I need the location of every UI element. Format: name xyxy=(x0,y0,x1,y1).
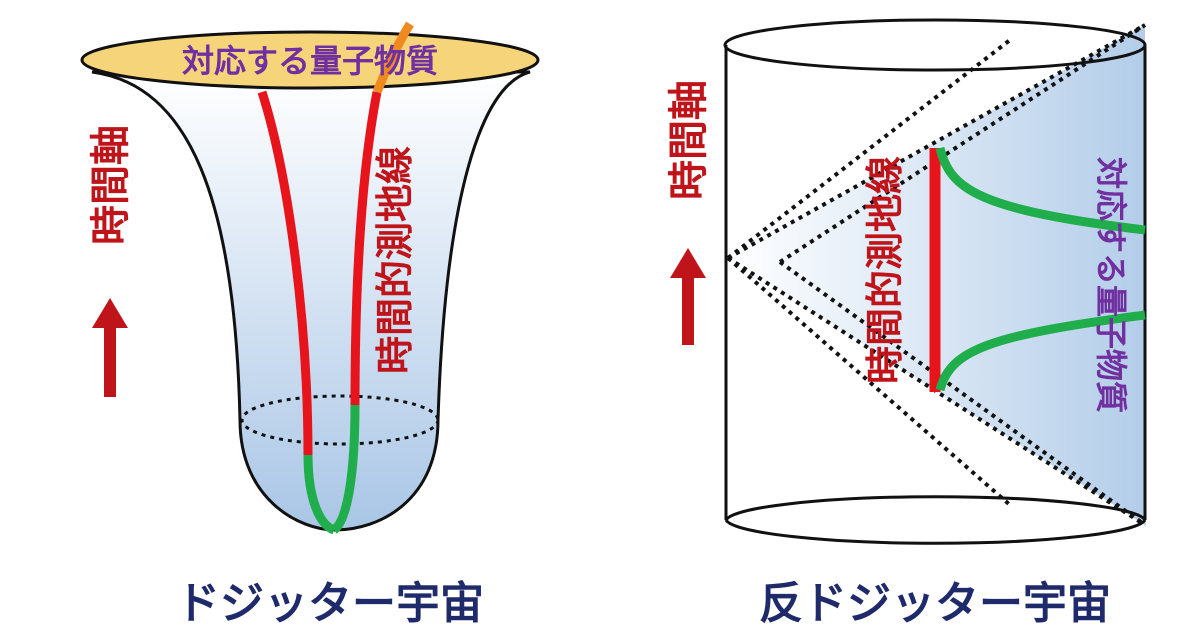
geodesic-green-left xyxy=(303,454,337,535)
anti-de-sitter-cylinder: 時間的測地線 対応する量子物質 時間軸 反ドジッター宇宙 xyxy=(666,18,1147,629)
geodesic-red-right xyxy=(350,91,382,406)
geodesic-green-right xyxy=(330,404,360,534)
geodesic-green-top xyxy=(935,146,1146,235)
geodesic-green-bottom xyxy=(935,310,1146,392)
time-arrow-icon xyxy=(92,298,128,397)
quantum-matter-label: 対応する量子物質 xyxy=(1092,157,1130,413)
dotted-light-rays xyxy=(726,23,1147,527)
geodesic-label: 時間的測地線 xyxy=(373,146,417,374)
time-axis-label: 時間軸 xyxy=(88,125,134,245)
quantum-matter-label: 対応する量子物質 xyxy=(182,42,438,80)
geodesic-label: 時間的測地線 xyxy=(863,156,907,384)
dotted-cross-section xyxy=(240,394,440,446)
de-sitter-funnel: 対応する量子物質 時間的測地線 時間軸 ドジッター宇宙 xyxy=(80,21,540,629)
time-axis-label: 時間軸 xyxy=(666,80,712,200)
geodesic-red-left xyxy=(257,90,313,456)
anti-de-sitter-title: 反ドジッター宇宙 xyxy=(759,578,1111,629)
de-sitter-title: ドジッター宇宙 xyxy=(176,578,484,629)
time-arrow-icon xyxy=(670,248,706,345)
geodesic-orange-extension xyxy=(372,21,414,94)
top-ellipse xyxy=(80,30,540,90)
cylinder-top xyxy=(723,18,1147,72)
